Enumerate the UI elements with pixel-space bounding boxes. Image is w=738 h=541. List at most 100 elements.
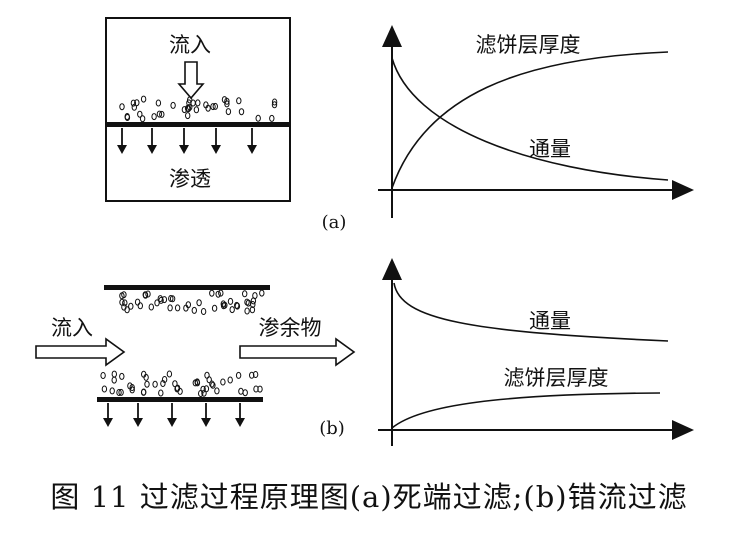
particle	[187, 103, 193, 111]
inflow-label-a: 流入	[169, 33, 211, 57]
inflow-arrow-a	[177, 61, 205, 100]
particle	[242, 290, 248, 298]
flux-label-a: 通量	[529, 137, 571, 161]
particle	[140, 95, 147, 103]
particle	[140, 388, 147, 396]
particle	[174, 304, 181, 312]
particle	[124, 114, 131, 121]
particle	[236, 97, 242, 105]
particle	[227, 297, 234, 305]
permeate-arrowhead	[103, 418, 113, 427]
flux-curve-b	[393, 282, 669, 342]
particle	[214, 387, 220, 395]
particle	[269, 114, 275, 122]
particle	[111, 370, 118, 378]
particle	[211, 304, 218, 312]
particle	[195, 99, 201, 107]
cake-particles-b-top	[119, 289, 265, 315]
particle	[249, 306, 256, 314]
particle	[206, 376, 212, 384]
particle	[170, 101, 176, 109]
schematic-box	[105, 17, 291, 202]
particle	[252, 292, 258, 300]
particle	[224, 97, 230, 105]
inflow-arrow-b	[35, 337, 126, 367]
particle	[212, 102, 219, 110]
particle	[255, 114, 261, 122]
particle	[259, 289, 265, 297]
particle	[271, 101, 278, 109]
flux-label-b: 通量	[529, 309, 571, 333]
cross-flow-plot: 通量 滤饼层厚度 (b)	[319, 258, 694, 446]
permeate-arrowhead	[235, 418, 245, 427]
particle	[174, 384, 181, 392]
particle	[203, 385, 210, 393]
permeate-arrowhead	[117, 145, 127, 154]
retentate-label-b: 渗余物	[259, 316, 322, 340]
particle	[271, 98, 278, 106]
cake-particles-b-bottom	[100, 370, 263, 397]
flux-curve-a	[391, 57, 669, 181]
particle	[242, 389, 248, 397]
particle	[215, 290, 221, 298]
particle	[134, 99, 140, 107]
particle	[116, 389, 122, 396]
thickness-curve-b	[391, 392, 661, 429]
particle	[209, 289, 215, 297]
particle	[234, 302, 241, 310]
particle	[152, 380, 158, 388]
thickness-label-b: 滤饼层厚度	[504, 366, 609, 390]
particle	[166, 370, 173, 378]
dead-end-plot: 滤饼层厚度 通量 (a)	[322, 25, 694, 233]
particle	[167, 304, 173, 312]
thickness-curve-a	[391, 51, 669, 189]
particle	[128, 302, 134, 310]
particle	[144, 380, 150, 388]
particle	[161, 296, 168, 304]
particle	[143, 373, 149, 381]
cake-particles-a	[119, 95, 278, 123]
permeate-arrowhead	[211, 145, 221, 154]
tag-b: (b)	[319, 418, 345, 439]
particle	[130, 99, 137, 107]
particle	[193, 106, 200, 114]
inflow-label-b: 流入	[51, 316, 93, 340]
particle	[154, 299, 160, 307]
particle	[148, 303, 155, 311]
particle	[159, 110, 165, 118]
permeate-arrowhead	[201, 418, 211, 427]
particle	[137, 302, 144, 310]
particle	[155, 99, 162, 107]
particle	[168, 295, 174, 302]
particle	[238, 108, 245, 116]
permeate-arrowhead	[179, 145, 189, 154]
particle	[129, 384, 135, 391]
particle	[111, 376, 117, 384]
particle	[209, 380, 215, 388]
particle	[181, 106, 188, 114]
particle	[142, 291, 149, 299]
particle	[220, 302, 227, 310]
particle	[156, 110, 163, 118]
particle	[118, 388, 124, 396]
particle	[218, 289, 224, 297]
particle	[145, 290, 151, 298]
particle	[249, 371, 255, 379]
particle	[196, 299, 202, 307]
particle	[139, 115, 146, 123]
thickness-label-a: 滤饼层厚度	[476, 33, 581, 57]
cross-flow-schematic: 流入 渗余物	[35, 285, 356, 427]
particle	[229, 306, 235, 314]
particle	[119, 298, 125, 306]
particle	[100, 372, 106, 379]
particle	[227, 376, 233, 384]
particle	[220, 378, 226, 386]
particle	[185, 112, 191, 120]
particle	[187, 96, 193, 104]
permeate-arrows-b	[103, 403, 245, 427]
permeate-label-a: 渗透	[169, 167, 211, 191]
permeate-arrowhead	[147, 145, 157, 154]
particle	[225, 108, 232, 116]
dead-end-schematic: 流入 渗透	[105, 17, 291, 202]
